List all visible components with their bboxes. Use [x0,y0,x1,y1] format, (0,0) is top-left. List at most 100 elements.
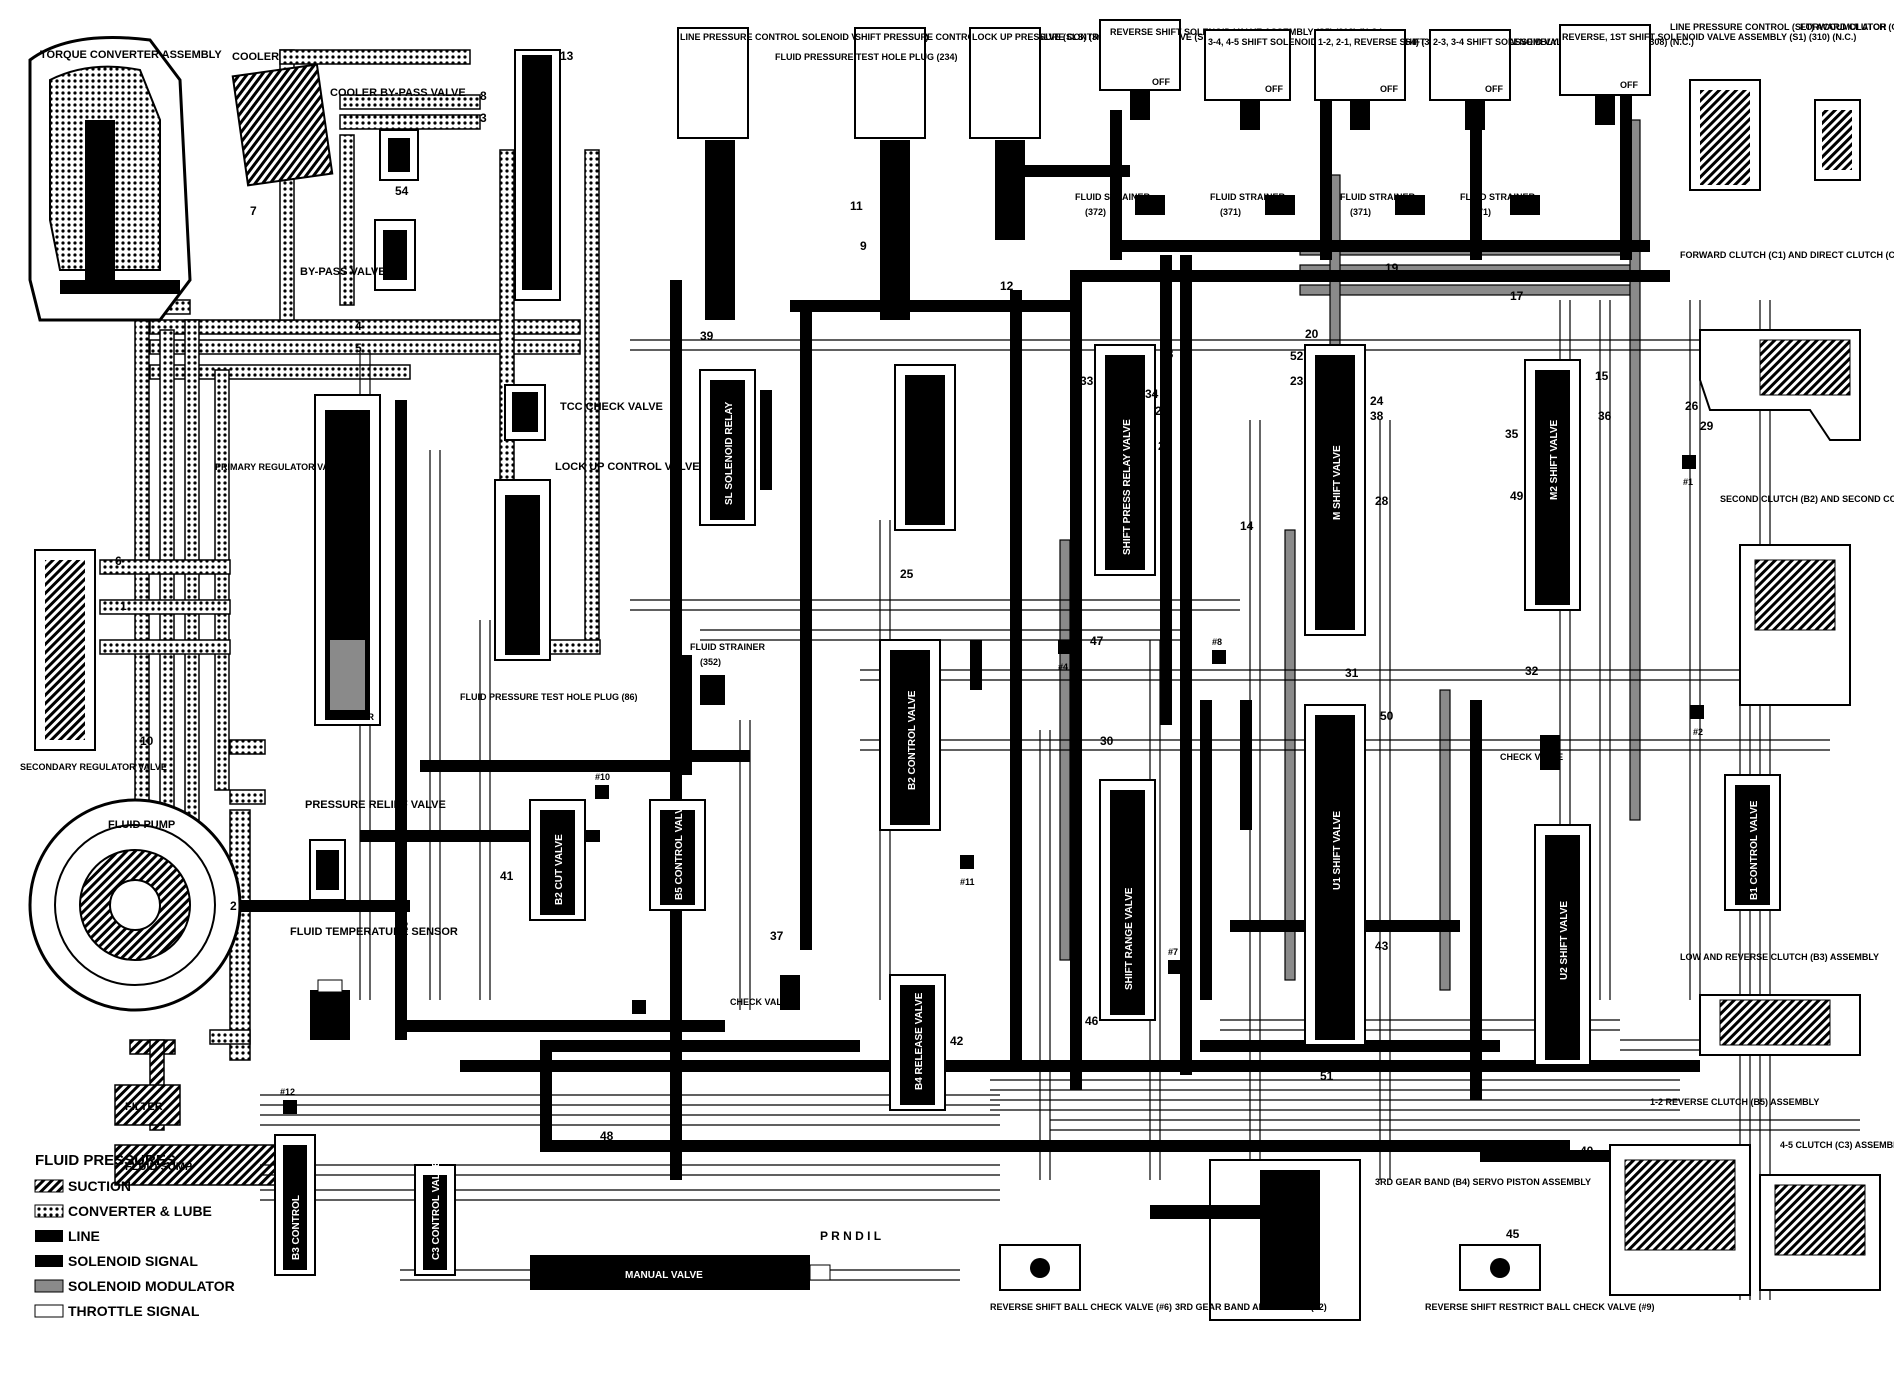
b5-clutch-assembly [1609,1144,1751,1296]
passage-16: 16 [1560,834,1574,848]
sl-solenoid-relay-label: SL SOLENOID RELAY [724,401,735,505]
passage-43: 43 [1375,939,1389,953]
b2-control-valve [879,639,941,831]
passage-48: 48 [600,1129,614,1143]
b3-clutch-assembly [1699,994,1861,1056]
strainer-371a-number: (371) [1220,207,1241,217]
passage-50: 50 [1380,709,1394,723]
line-pressure-passages [170,90,1700,1180]
passage-27: 27 [1158,439,1172,453]
strainer-371c-number: (371) [1470,207,1491,217]
secondary-regulator-label: SECONDARY REGULATOR VALVE [20,762,167,772]
legend-converter-lube: CONVERTER & LUBE [68,1203,212,1219]
b2b1-label: SECOND CLUTCH (B2) AND SECOND COAST CLUT… [1720,494,1894,504]
check-valve-mid-label: CHECK VALVE [730,997,793,1007]
torque-converter-assembly [28,36,192,322]
check-ball-2: #2 [1693,727,1703,737]
strainer-352-label: FLUID STRAINER [690,642,765,652]
check-ball-12: #12 [280,1087,295,1097]
m-shift-valve [1304,344,1366,636]
secondary-regulator-valve [34,549,96,751]
shift-solenoid-s1 [1559,24,1651,125]
passage-10: 10 [140,734,154,748]
slt-label: LINE PRESSURE CONTROL SOLENOID VALVE (SL… [680,32,928,42]
passage-37: 37 [770,929,784,943]
passage-41: 41 [500,869,514,883]
torque-converter-label: TORQUE CONVERTER ASSEMBLY [40,49,222,61]
fluid-temperature-sensor [310,979,350,1040]
passage-38: 38 [1370,409,1384,423]
cooler-bypass-label: COOLER BY-PASS VALVE [330,87,466,99]
passage-25: 25 [900,567,914,581]
fluid-pump [28,798,242,1012]
slt-accumulator [1689,79,1761,191]
passage-46: 46 [1085,1014,1099,1028]
filter-label: FILTER [125,1101,163,1113]
passage-33: 33 [1080,374,1094,388]
b1-control-valve [1724,774,1781,911]
passage-54: 54 [395,184,409,198]
fluid-temp-sensor-label: FLUID TEMPERATURE SENSOR [290,926,458,938]
passage-20: 20 [1305,327,1319,341]
legend-swatch-line [35,1230,63,1242]
passage-15: 15 [1595,369,1609,383]
rev-restrict-9-label: REVERSE SHIFT RESTRICT BALL CHECK VALVE … [1425,1302,1655,1312]
check-ball-10: #10 [595,772,610,782]
sls-solenoid [854,27,926,320]
b1-control-label: B1 CONTROL VALVE [1749,800,1760,900]
c1-control-valve [650,790,651,791]
legend-title: FLUID PRESSURES [35,1152,176,1169]
shift-range-label: SHIFT RANGE VALVE [1124,887,1135,990]
tcc-check-label: TCC CHECK VALVE [560,401,663,413]
strainer-371b-number: (371) [1350,207,1371,217]
cooler-bypass-valve [379,129,419,181]
passage-47: 47 [1090,634,1104,648]
shift-press-relay-label: SHIFT PRESS RELAY VALVE [1122,419,1133,555]
check-ball-5: #5 [632,1022,642,1032]
s1-label: REVERSE, 1ST SHIFT SOLENOID VALVE ASSEMB… [1562,32,1856,42]
pressure-relief-valve [309,839,346,901]
cooler-label: COOLER [232,51,279,63]
strainer-372-number: (372) [1085,207,1106,217]
passage-number-labels: 13 8 3 7 4 5 39 6 1 10 2 9 11 12 14 15 1… [115,49,1714,1241]
b2-cut-label: B2 CUT VALVE [554,834,565,905]
s5-off: OFF [1152,77,1170,87]
passage-34: 34 [1145,387,1159,401]
c3-control-valve [650,790,651,791]
b2-cut-valve [529,799,586,921]
shift-solenoid-s2 [1429,29,1511,130]
bypass-valve-label: BY-PASS VALVE [300,266,386,278]
c1-accumulator [1814,99,1861,181]
passage-5: 5 [355,341,362,355]
slt-accumulator-label: LINE PRESSURE CONTROL (SLT) ACCUMULATOR [1670,22,1887,32]
passage-28: 28 [1375,494,1389,508]
s1-off: OFF [1620,80,1638,90]
passage-1: 1 [120,599,127,613]
passage-17: 17 [1510,289,1524,303]
primary-regulator-valve [314,394,381,726]
legend-line: LINE [68,1228,100,1244]
b4-servo-label: 3RD GEAR BAND (B4) SERVO PISTON ASSEMBLY [1375,1177,1591,1187]
prndl-label: P R N D I L [820,1229,881,1243]
c1-accumulator-label: FORWARD CLUTCH (C1) ACCUMULATOR [1800,22,1894,32]
passage-52: 52 [1290,349,1304,363]
passage-6: 6 [115,554,122,568]
check-ball-1: #1 [1683,477,1693,487]
b2-b1-clutch-assembly [1739,544,1851,706]
strainer-352-number: (352) [700,657,721,667]
passage-31: 31 [1345,666,1359,680]
passage-49: 49 [1510,489,1524,503]
c3-label: 4-5 CLUTCH (C3) ASSEMBLY [1780,1140,1894,1150]
fluid-pump-label: FLUID PUMP [108,819,175,831]
b2-control-label: B2 CONTROL VALVE [907,690,918,790]
u2-shift-valve [1534,824,1591,1066]
c3-control-valve-lower [414,1164,456,1276]
b4-servo-piston [1150,1159,1361,1321]
lockup-control-valve [494,479,551,661]
manual-valve-label: MANUAL VALVE [625,1270,703,1281]
pressure-relief-label: PRESSURE RELIEF VALVE [305,799,446,811]
passage-35: 35 [1505,427,1519,441]
check-valve-right-label: CHECK VALVE [1500,752,1563,762]
passage-42: 42 [950,1034,964,1048]
